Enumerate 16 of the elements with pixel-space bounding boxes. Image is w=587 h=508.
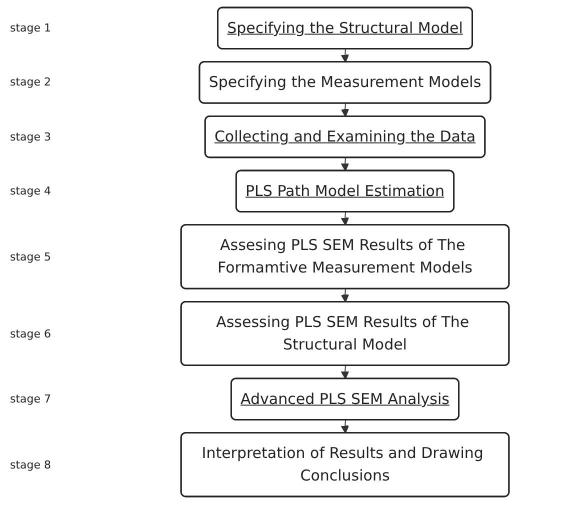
stage-label: stage 8 — [10, 458, 52, 472]
arrow — [340, 420, 350, 434]
stage-label: stage 1 — [10, 22, 52, 35]
flowchart: Specifying the Structural Model Specifying the Measurement Models Collecting and Examining the Data PLS Path Model Estimation Assesing PLS SEM Results of The Formamtive Measurement Models Assessing PLS SEM Results of The Structural Model Advanced PLS SEM Analysis Interpretation of Results and Drawing Conclusions — [110, 0, 580, 504]
arrow — [340, 103, 350, 117]
stage-label: stage 6 — [10, 327, 52, 340]
arrow — [340, 157, 350, 172]
stage-label: stage 5 — [10, 250, 52, 264]
stage-label: stage 7 — [10, 392, 52, 406]
stage-label: stage 4 — [10, 184, 52, 198]
arrow — [340, 212, 350, 226]
arrow — [340, 48, 350, 63]
stage-label: stage 3 — [10, 130, 52, 144]
arrow — [340, 288, 350, 302]
stage-label: stage 2 — [10, 76, 52, 89]
arrow — [340, 365, 350, 380]
